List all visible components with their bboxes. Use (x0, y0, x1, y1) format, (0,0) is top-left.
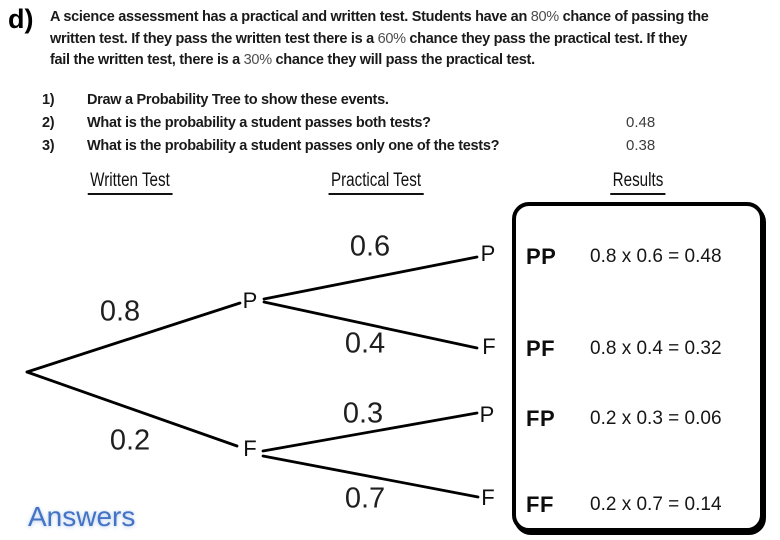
header-results: Results (610, 170, 666, 195)
problem-statement: A science assessment has a practical and… (50, 7, 709, 72)
branch-line-fail-pass (261, 411, 479, 453)
node-written-fail: F (243, 436, 257, 461)
question-number: 3) (42, 138, 55, 154)
header-practical-test: Practical Test (328, 170, 424, 195)
probability-practical-pass-after-fail: 0.3 (342, 397, 384, 430)
question-3: 3) What is the probability a student pass… (42, 138, 499, 154)
problem-text: chance of passing the (558, 9, 709, 25)
problem-line-3: fail the written test, there is a 30% ch… (50, 50, 709, 72)
question-text: What is the probability a student passes… (87, 115, 431, 131)
problem-text: chance they pass the practical test. If … (405, 30, 688, 47)
percent-value: 30% (243, 52, 272, 68)
problem-text: fail the written test, there is a (50, 52, 244, 68)
result-row-pp: PP 0.8 x 0.6 = 0.48 (526, 244, 754, 270)
results-box: PP 0.8 x 0.6 = 0.48 PF 0.8 x 0.4 = 0.32 FP… (512, 202, 764, 532)
result-row-pf: PF 0.8 x 0.4 = 0.32 (526, 336, 754, 362)
question-number: 1) (42, 92, 55, 108)
question-3-answer: 0.38 (626, 137, 656, 154)
outcome-label: PP (526, 244, 557, 269)
leaf-node-fail-fail: F (481, 485, 495, 510)
leaf-node-pass-pass: P (480, 241, 496, 266)
header-written-test: Written Test (87, 170, 173, 195)
problem-text: chance they will pass the practical test… (271, 52, 536, 68)
answers-label: Answers (28, 501, 136, 532)
leaf-node-pass-fail: F (482, 334, 496, 359)
probability-written-pass: 0.8 (99, 295, 141, 328)
probability-practical-pass-after-pass: 0.6 (349, 230, 391, 263)
problem-text: written test. If they pass the written t… (50, 30, 378, 47)
question-2: 2) What is the probability a student pass… (42, 115, 431, 131)
question-2-answer: 0.48 (626, 114, 656, 131)
question-1: 1) Draw a Probability Tree to show these … (42, 92, 389, 108)
branch-line-pass-pass (262, 255, 479, 301)
branch-line-fail-fail (261, 454, 480, 499)
percent-value: 80% (530, 9, 559, 25)
question-number: 2) (42, 115, 55, 131)
question-text: What is the probability a student passes… (87, 138, 500, 154)
probability-practical-fail-after-fail: 0.7 (344, 482, 386, 515)
part-label: d) (8, 4, 34, 34)
outcome-label: FF (526, 492, 554, 517)
result-row-fp: FP 0.2 x 0.3 = 0.06 (526, 406, 754, 432)
node-written-pass: P (242, 288, 258, 313)
probability-practical-fail-after-pass: 0.4 (344, 327, 386, 360)
problem-line-2: written test. If they pass the written t… (50, 29, 709, 51)
percent-value: 60% (377, 30, 406, 47)
problem-line-1: A science assessment has a practical and… (50, 7, 709, 29)
outcome-calculation: 0.2 x 0.7 = 0.14 (590, 494, 722, 515)
outcome-calculation: 0.8 x 0.6 = 0.48 (590, 246, 722, 267)
branch-line-written-fail (25, 370, 239, 448)
probability-written-fail: 0.2 (109, 424, 151, 457)
outcome-calculation: 0.8 x 0.4 = 0.32 (590, 338, 722, 359)
leaf-node-fail-pass: P (479, 402, 495, 427)
result-row-ff: FF 0.2 x 0.7 = 0.14 (526, 492, 754, 518)
branch-line-written-pass (25, 301, 242, 374)
branch-line-pass-fail (262, 300, 479, 350)
outcome-calculation: 0.2 x 0.3 = 0.06 (590, 408, 722, 429)
problem-text: A science assessment has a practical and… (50, 9, 531, 25)
outcome-label: PF (526, 336, 556, 361)
question-text: Draw a Probability Tree to show these ev… (87, 92, 389, 108)
outcome-label: FP (526, 406, 556, 431)
